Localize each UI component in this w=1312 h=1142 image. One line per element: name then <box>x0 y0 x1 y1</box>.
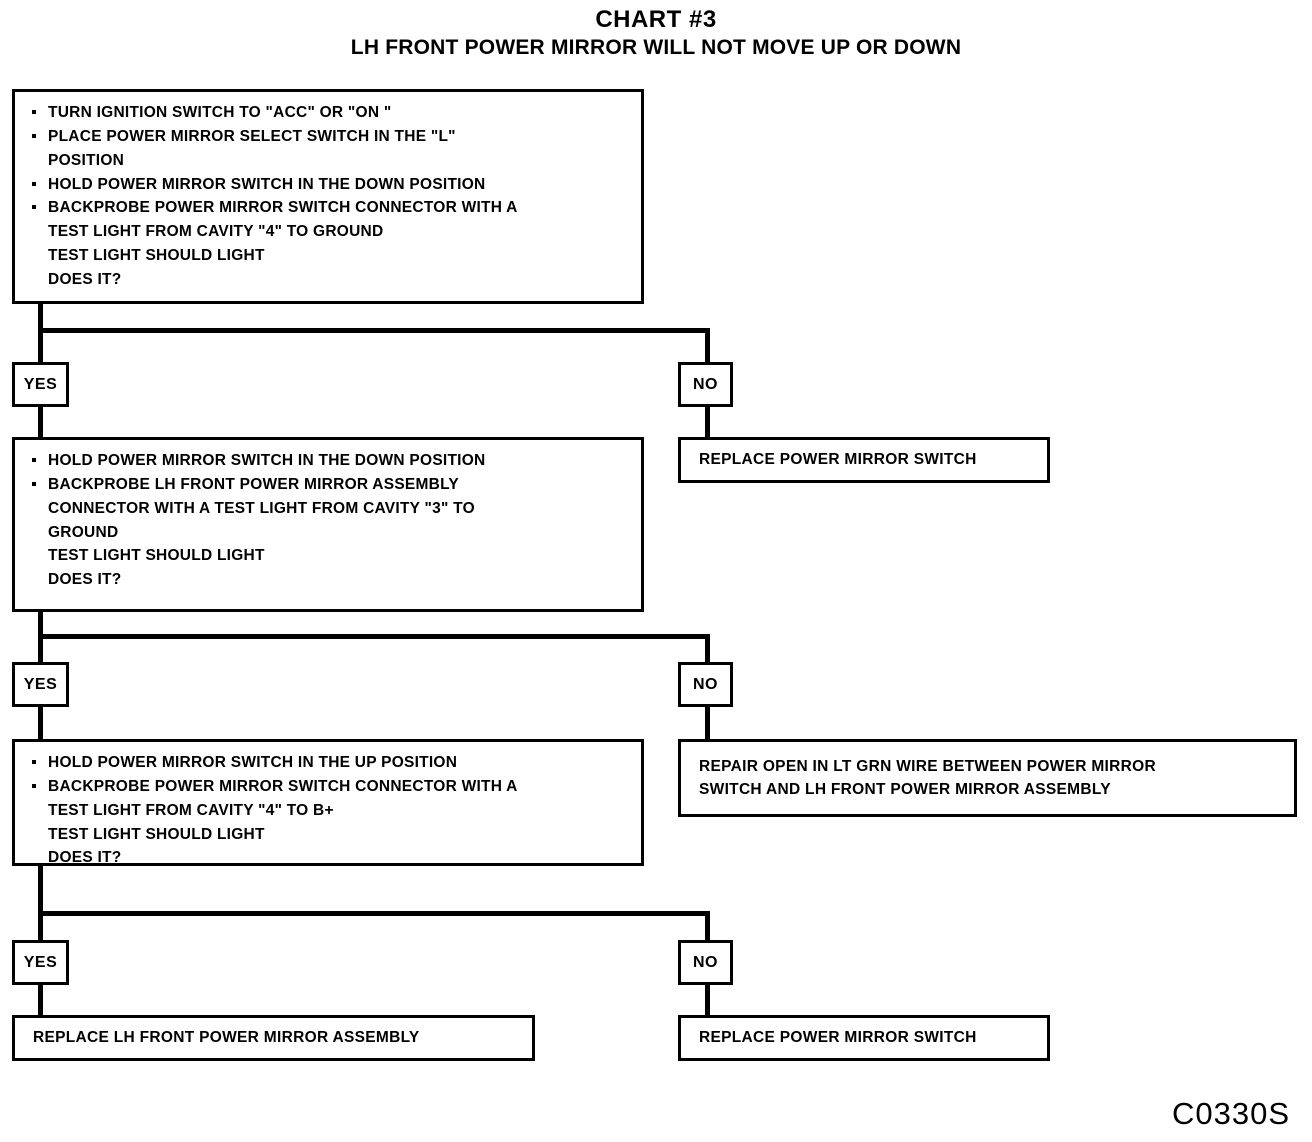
branch-label-no-3-text: NO <box>693 953 718 971</box>
step-1-bullet-4-cont-1: TEST LIGHT FROM CAVITY "4" TO GROUND <box>48 223 384 241</box>
connector-no1-to-action1 <box>705 406 710 438</box>
page-title: CHART #3 <box>595 6 717 33</box>
decision-box-step-2: HOLD POWER MIRROR SWITCH IN THE DOWN POS… <box>12 437 644 612</box>
step-3-bullet-1: HOLD POWER MIRROR SWITCH IN THE UP POSIT… <box>25 751 631 775</box>
decision-box-step-1: TURN IGNITION SWITCH TO "ACC" OR "ON " P… <box>12 89 644 304</box>
connector-junction-3-right-down <box>705 911 710 944</box>
chart-reference-code: C0330S <box>1171 1096 1290 1131</box>
connector-no3-to-action4 <box>705 984 710 1016</box>
branch-label-yes-3: YES <box>12 940 69 985</box>
decision-box-step-3: HOLD POWER MIRROR SWITCH IN THE UP POSIT… <box>12 739 644 866</box>
connector-junction-2-right-down <box>705 634 710 670</box>
action-box-repair-open-lt-grn-wire: REPAIR OPEN IN LT GRN WIRE BETWEEN POWER… <box>678 739 1297 817</box>
page-subtitle: LH FRONT POWER MIRROR WILL NOT MOVE UP O… <box>350 36 962 59</box>
step-3-bullet-2-text: BACKPROBE POWER MIRROR SWITCH CONNECTOR … <box>48 777 518 795</box>
connector-yes3-to-action3 <box>38 984 43 1016</box>
connector-step3-down <box>38 866 43 896</box>
step-1-bullet-4-cont-2: TEST LIGHT SHOULD LIGHT <box>48 247 265 265</box>
connector-junction-3-left-down <box>38 890 43 944</box>
step-1-bullet-2-text: PLACE POWER MIRROR SELECT SWITCH IN THE … <box>48 127 456 145</box>
branch-label-no-2: NO <box>678 662 733 707</box>
branch-label-yes-3-text: YES <box>23 953 58 971</box>
action-box-3-text: REPLACE LH FRONT POWER MIRROR ASSEMBLY <box>33 1029 420 1047</box>
branch-label-no-3: NO <box>678 940 733 985</box>
branch-label-yes-2-text: YES <box>23 675 58 693</box>
branch-label-no-1: NO <box>678 362 733 407</box>
step-1-instruction-list: TURN IGNITION SWITCH TO "ACC" OR "ON " P… <box>25 101 631 292</box>
branch-label-yes-2: YES <box>12 662 69 707</box>
step-1-bullet-4-text: BACKPROBE POWER MIRROR SWITCH CONNECTOR … <box>48 199 518 217</box>
step-3-bullet-1-text: HOLD POWER MIRROR SWITCH IN THE UP POSIT… <box>48 754 458 771</box>
step-2-bullet-2-text: BACKPROBE LH FRONT POWER MIRROR ASSEMBLY <box>48 475 460 493</box>
connector-step1-down <box>38 304 43 332</box>
step-1-bullet-1: TURN IGNITION SWITCH TO "ACC" OR "ON " <box>25 101 631 125</box>
action-box-1-text: REPLACE POWER MIRROR SWITCH <box>699 451 977 469</box>
branch-label-yes-1-text: YES <box>23 375 58 393</box>
action-box-2-line-1: REPAIR OPEN IN LT GRN WIRE BETWEEN POWER… <box>699 757 1156 775</box>
step-3-bullet-2-cont-1: TEST LIGHT FROM CAVITY "4" TO B+ <box>48 801 334 819</box>
connector-junction-1-right-down <box>705 328 710 368</box>
branch-label-no-2-text: NO <box>693 675 718 693</box>
action-box-4-text: REPLACE POWER MIRROR SWITCH <box>699 1029 977 1047</box>
connector-junction-2-left-down <box>38 634 43 670</box>
action-box-replace-power-mirror-switch-1: REPLACE POWER MIRROR SWITCH <box>678 437 1050 483</box>
step-2-bullet-2-cont-3: TEST LIGHT SHOULD LIGHT <box>48 547 265 565</box>
action-box-replace-power-mirror-switch-2: REPLACE POWER MIRROR SWITCH <box>678 1015 1050 1061</box>
connector-yes2-to-step3 <box>38 706 43 740</box>
connector-no2-to-action2 <box>705 706 710 740</box>
step-1-bullet-3: HOLD POWER MIRROR SWITCH IN THE DOWN POS… <box>25 173 631 197</box>
step-3-bullet-2-cont-3: DOES IT? <box>48 849 122 867</box>
connector-junction-1-horizontal <box>38 328 710 333</box>
step-1-bullet-2-cont: POSITION <box>48 151 125 169</box>
step-1-bullet-4: BACKPROBE POWER MIRROR SWITCH CONNECTOR … <box>25 196 631 291</box>
step-3-bullet-2: BACKPROBE POWER MIRROR SWITCH CONNECTOR … <box>25 775 631 870</box>
step-2-bullet-1-text: HOLD POWER MIRROR SWITCH IN THE DOWN POS… <box>48 452 486 469</box>
action-box-2-line-2: SWITCH AND LH FRONT POWER MIRROR ASSEMBL… <box>699 781 1111 798</box>
branch-label-no-1-text: NO <box>693 375 718 393</box>
connector-yes1-to-step2 <box>38 406 43 438</box>
step-1-bullet-1-text: TURN IGNITION SWITCH TO "ACC" OR "ON " <box>48 104 392 121</box>
step-3-bullet-2-cont-2: TEST LIGHT SHOULD LIGHT <box>48 825 265 843</box>
branch-label-yes-1: YES <box>12 362 69 407</box>
step-2-bullet-2-cont-1: CONNECTOR WITH A TEST LIGHT FROM CAVITY … <box>48 499 475 517</box>
step-2-bullet-2: BACKPROBE LH FRONT POWER MIRROR ASSEMBLY… <box>25 473 631 592</box>
step-1-bullet-2: PLACE POWER MIRROR SELECT SWITCH IN THE … <box>25 125 631 173</box>
connector-junction-2-horizontal <box>38 634 710 639</box>
action-box-2-text: REPAIR OPEN IN LT GRN WIRE BETWEEN POWER… <box>699 755 1156 802</box>
step-2-bullet-2-cont-2: GROUND <box>48 523 119 541</box>
step-2-instruction-list: HOLD POWER MIRROR SWITCH IN THE DOWN POS… <box>25 449 631 592</box>
step-1-bullet-4-cont-3: DOES IT? <box>48 271 122 289</box>
step-3-instruction-list: HOLD POWER MIRROR SWITCH IN THE UP POSIT… <box>25 751 631 870</box>
connector-junction-3-horizontal <box>38 911 710 916</box>
connector-step2-down <box>38 612 43 640</box>
step-2-bullet-1: HOLD POWER MIRROR SWITCH IN THE DOWN POS… <box>25 449 631 473</box>
step-2-bullet-2-cont-4: DOES IT? <box>48 571 122 589</box>
step-1-bullet-3-text: HOLD POWER MIRROR SWITCH IN THE DOWN POS… <box>48 175 486 193</box>
connector-junction-1-left-down <box>38 328 43 368</box>
action-box-replace-lh-front-power-mirror-assembly: REPLACE LH FRONT POWER MIRROR ASSEMBLY <box>12 1015 535 1061</box>
